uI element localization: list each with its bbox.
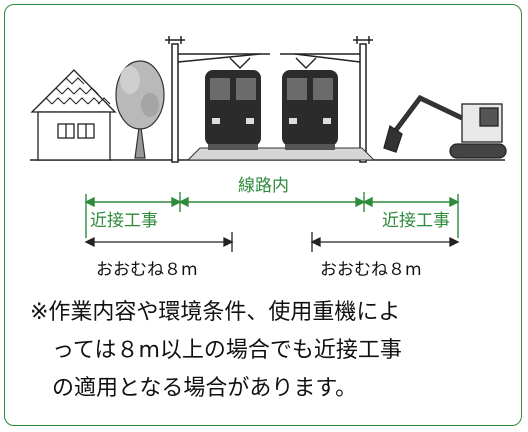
distance-right-label: おおむね８m	[320, 260, 422, 280]
note-text: ※作業内容や環境条件、使用重機によ っては８m以上の場合でも近接工事 の適用とな…	[30, 294, 510, 408]
diagram-frame	[4, 4, 522, 426]
within-track-label: 線路内	[238, 176, 289, 196]
note-line-2: っては８m以上の場合でも近接工事	[52, 338, 402, 363]
near-work-right-label: 近接工事	[382, 211, 450, 231]
overhead-pole-icon	[165, 36, 270, 163]
distance-lines	[84, 232, 460, 252]
overhead-pole-icon	[280, 36, 373, 163]
near-work-left-label: 近接工事	[90, 211, 158, 231]
house-icon	[30, 69, 117, 161]
dimension-lines	[84, 192, 460, 238]
note-line-1: ※作業内容や環境条件、使用重機によ	[30, 300, 401, 325]
distance-left-label: おおむね８m	[96, 260, 198, 280]
note-line-3: の適用となる場合があります。	[52, 376, 358, 401]
train-icon	[282, 57, 338, 150]
tree-icon	[115, 60, 165, 159]
train-icon	[205, 57, 261, 150]
excavator-icon	[383, 94, 507, 159]
